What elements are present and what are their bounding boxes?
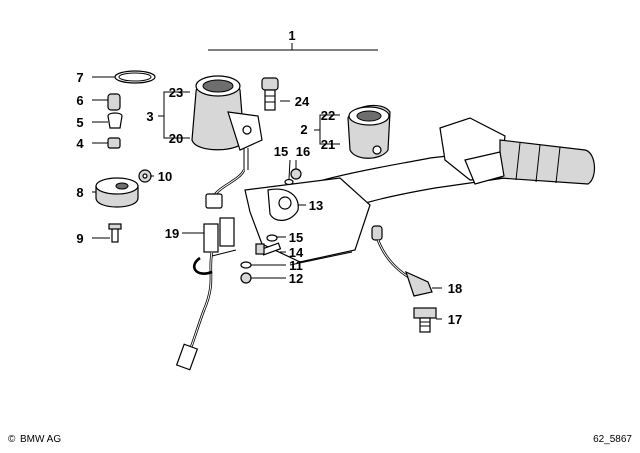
- callout-17: 17: [448, 312, 462, 327]
- callout-15-lower: 15: [289, 230, 303, 245]
- drawing-number: 62_5867: [593, 434, 632, 445]
- callout-24: 24: [295, 94, 310, 109]
- callout-15-upper: 15: [274, 144, 288, 159]
- leader-lines: [92, 43, 442, 320]
- callout-2: 2: [300, 122, 307, 137]
- bulb-5: [107, 112, 123, 129]
- copyright-symbol: ©: [8, 434, 16, 445]
- callout-20: 20: [169, 131, 183, 146]
- screw-24: [261, 77, 279, 111]
- callout-19: 19: [165, 226, 179, 241]
- callout-14: 14: [289, 245, 304, 260]
- callout-22: 22: [321, 108, 335, 123]
- screw-9: [108, 223, 122, 243]
- footer: © BMW AG 62_5867: [8, 434, 632, 445]
- callout-9: 9: [76, 231, 83, 246]
- callout-6: 6: [76, 93, 83, 108]
- bulb-socket-4: [107, 137, 121, 149]
- callout-3: 3: [146, 109, 153, 124]
- callout-5: 5: [76, 115, 83, 130]
- callout-18: 18: [448, 281, 462, 296]
- washer-15-lower: [266, 234, 278, 242]
- bolt-14: [255, 242, 282, 256]
- grommet-10: [138, 169, 152, 183]
- nut-12: [240, 272, 252, 284]
- callout-16: 16: [296, 144, 310, 159]
- callout-21: 21: [321, 137, 335, 152]
- nut-16: [290, 168, 302, 180]
- callout-4: 4: [76, 136, 84, 151]
- callout-8: 8: [76, 185, 83, 200]
- ring-7: [114, 70, 156, 84]
- callout-10: 10: [158, 169, 172, 184]
- callout-23: 23: [169, 85, 183, 100]
- sensor-17: [413, 307, 437, 333]
- callout-1: 1: [288, 28, 295, 43]
- copyright-owner: BMW AG: [20, 434, 61, 445]
- callout-7: 7: [76, 70, 83, 85]
- callout-12: 12: [289, 271, 303, 286]
- bulb-cap-6: [107, 93, 121, 111]
- washer-11: [240, 261, 252, 269]
- callout-labels: 1 2 3 4 5 6 7 8 9 10 11 12 13 14 15 15 1…: [76, 28, 462, 327]
- wiring-harness-19: [175, 169, 246, 371]
- callout-11: 11: [289, 258, 303, 273]
- sensor-cable-18: [371, 225, 433, 297]
- small-gauge-instrument: [347, 104, 391, 159]
- handlebar-clamp-bracket: [244, 177, 371, 263]
- speedometer-instrument: [191, 75, 263, 170]
- lamp-housing-8: [95, 177, 139, 208]
- callout-13: 13: [309, 198, 323, 213]
- washer-15-upper: [284, 178, 294, 186]
